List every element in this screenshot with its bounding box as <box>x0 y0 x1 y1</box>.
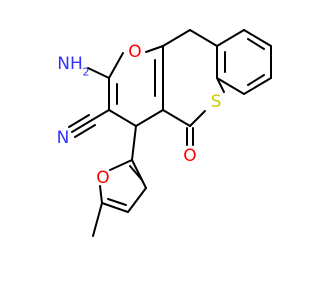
bond <box>131 159 147 189</box>
bond <box>71 119 93 133</box>
benzene-ring <box>189 29 272 95</box>
bond <box>243 29 272 47</box>
furan-oxygen-label: O <box>96 168 109 188</box>
bond <box>92 202 103 237</box>
bond <box>87 67 110 79</box>
amino-label: NH <box>57 54 83 74</box>
bond <box>109 159 133 171</box>
bond <box>135 109 164 127</box>
molecule-structure: NH 2 O N S O O <box>57 29 272 237</box>
bond <box>108 52 124 79</box>
amino-subscript: 2 <box>83 66 90 79</box>
bond <box>162 109 191 127</box>
bond <box>216 29 245 47</box>
double-bond-inner <box>247 38 265 50</box>
bond <box>243 77 272 95</box>
ring-oxygen-label: O <box>128 42 141 62</box>
bond <box>131 125 137 161</box>
bond <box>101 202 129 213</box>
bond <box>91 109 110 121</box>
double-bond-inner <box>129 165 143 181</box>
triple-bond-line <box>68 114 90 128</box>
bond <box>127 187 147 213</box>
atom-labels: NH 2 O N S O O <box>57 42 222 188</box>
ring-sulfur-label: S <box>211 92 222 112</box>
furan-ring <box>92 159 147 237</box>
triple-bond-line <box>74 124 96 138</box>
fused-ring-bonds <box>108 29 225 146</box>
carbonyl-oxygen-label: O <box>183 146 196 166</box>
bond <box>162 29 191 47</box>
bond <box>189 110 206 127</box>
substituent-bonds <box>68 67 137 161</box>
bond <box>216 77 245 95</box>
bond <box>145 45 164 53</box>
double-bond-inner <box>107 198 127 206</box>
bond <box>216 77 225 93</box>
nitrile-nitrogen-label: N <box>57 128 70 148</box>
double-bond-inner <box>247 74 265 86</box>
bond <box>189 29 218 47</box>
bond <box>99 185 103 204</box>
bond <box>108 109 137 127</box>
